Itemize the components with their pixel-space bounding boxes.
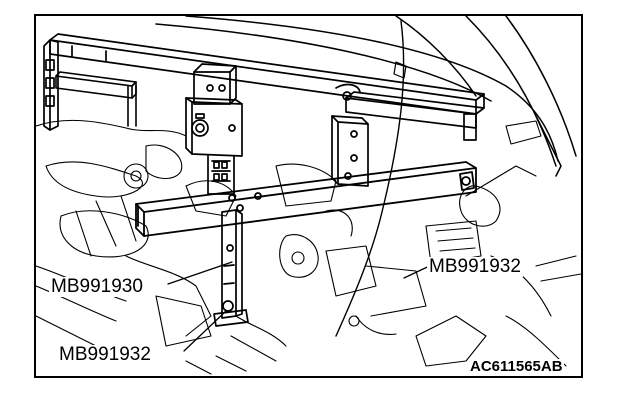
engine-bay-illustration <box>36 16 581 375</box>
fixture-lower-post <box>213 209 249 327</box>
callout-leaders <box>167 261 439 352</box>
hood-outline <box>155 16 577 177</box>
fixture-right-beam <box>335 83 485 141</box>
callout-lower-left-label: MB991932 <box>57 344 153 365</box>
support-cable <box>335 20 405 337</box>
callout-right-label: MB991932 <box>427 256 523 277</box>
callout-upper-left-label: MB991930 <box>49 276 145 297</box>
fixture-center-hanger <box>185 63 243 195</box>
engine-components <box>36 119 581 375</box>
fixture-front-crossbar <box>135 161 477 237</box>
fixture-upper-beam <box>49 33 485 115</box>
fixture-right-hanger <box>331 115 369 187</box>
figure-code: AC611565AB <box>469 358 564 375</box>
fixture-inner-beam <box>55 71 137 127</box>
illustration-frame: MB991930 MB991932 MB991932 AC611565AB <box>34 14 583 378</box>
